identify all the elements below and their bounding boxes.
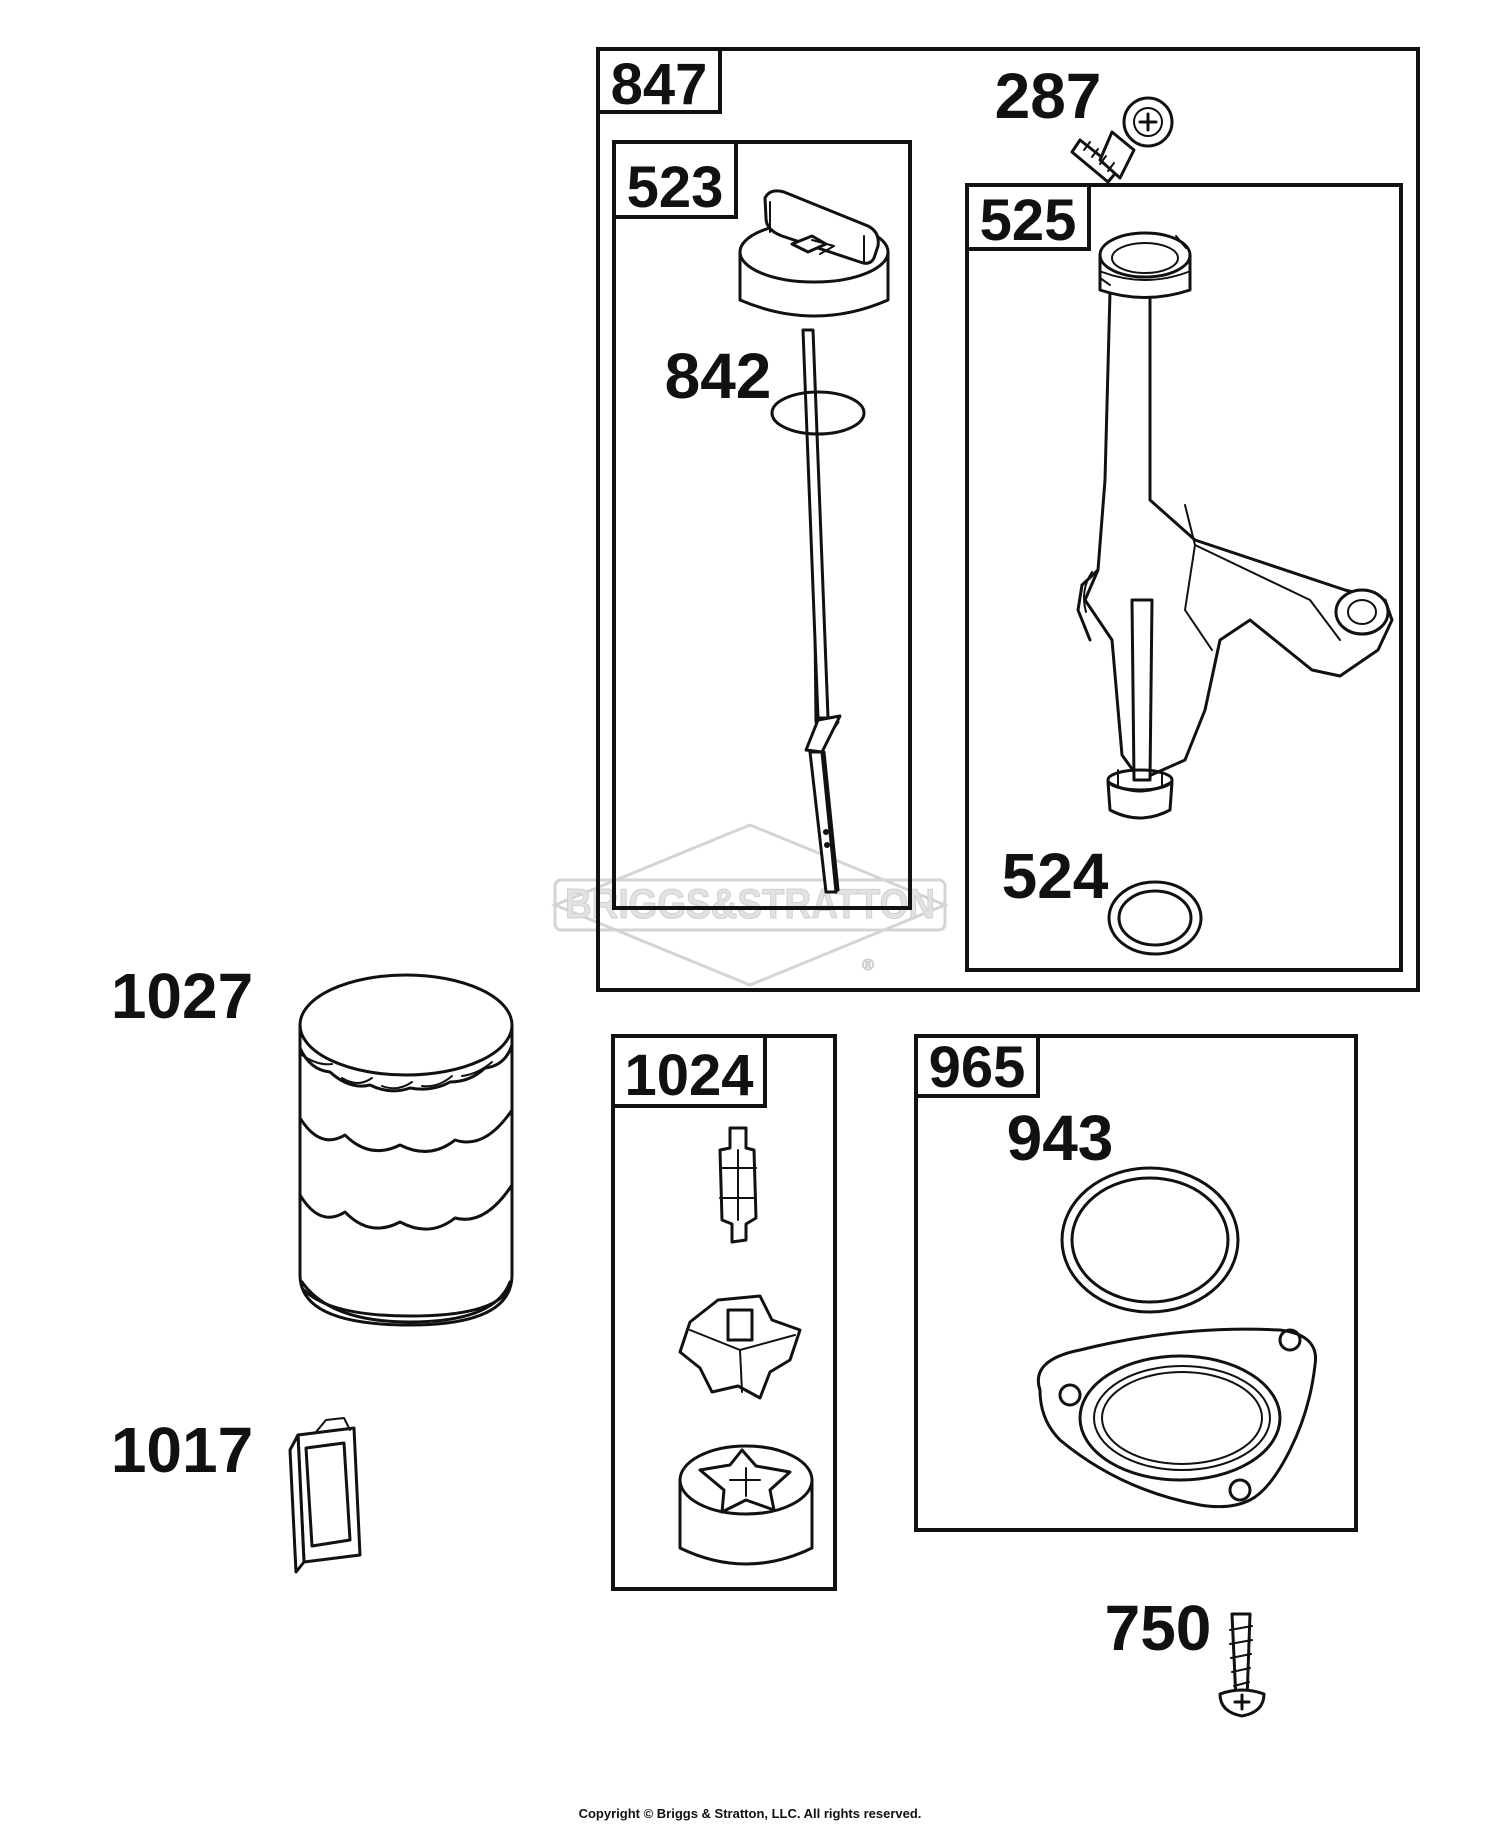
o-ring-524-drawing [1107, 880, 1203, 956]
oil-filter-drawing [298, 973, 514, 1327]
pump-cover-drawing [1037, 1327, 1318, 1509]
kit-tag-525: 525 [980, 188, 1077, 253]
watermark-text: BRIGGS&STRATTON [565, 880, 935, 927]
watermark: BRIGGS&STRATTON ® [551, 823, 949, 987]
kit-tag-847: 847 [611, 52, 708, 117]
clip-1017-drawing [288, 1417, 362, 1574]
screw-287-drawing [1070, 96, 1174, 184]
pump-rotor-drawing [678, 1294, 802, 1400]
kit-tag-box-847 [596, 47, 722, 114]
kit-tag-523: 523 [627, 155, 724, 220]
kit-box-525 [965, 183, 1403, 972]
seal-ring-943-drawing [1060, 1166, 1240, 1314]
kit-tag-box-965 [914, 1034, 1040, 1098]
oil-fill-tube-drawing [1076, 231, 1394, 820]
part-label-1017: 1017 [111, 1414, 253, 1486]
copyright-text: Copyright © Briggs & Stratton, LLC. All … [579, 1806, 922, 1821]
kit-tag-box-523 [612, 140, 738, 219]
kit-tag-1024: 1024 [624, 1043, 753, 1108]
kit-tag-965: 965 [929, 1035, 1026, 1100]
kit-box-965 [914, 1034, 1358, 1532]
part-label-943: 943 [1007, 1102, 1114, 1174]
kit-box-523 [612, 140, 912, 910]
kit-tag-box-525 [965, 183, 1091, 251]
kit-box-847 [596, 47, 1420, 992]
kit-tag-box-1024 [611, 1034, 767, 1108]
part-label-1027: 1027 [111, 960, 253, 1032]
watermark-registered-mark: ® [862, 957, 874, 974]
part-label-750: 750 [1105, 1592, 1212, 1664]
part-label-287: 287 [995, 60, 1102, 132]
pump-housing-drawing [678, 1444, 814, 1566]
part-label-842: 842 [665, 340, 772, 412]
part-label-524: 524 [1002, 840, 1109, 912]
dipstick-drawing [738, 189, 890, 894]
pump-shaft-drawing [718, 1126, 758, 1244]
screw-750-drawing [1218, 1612, 1266, 1718]
